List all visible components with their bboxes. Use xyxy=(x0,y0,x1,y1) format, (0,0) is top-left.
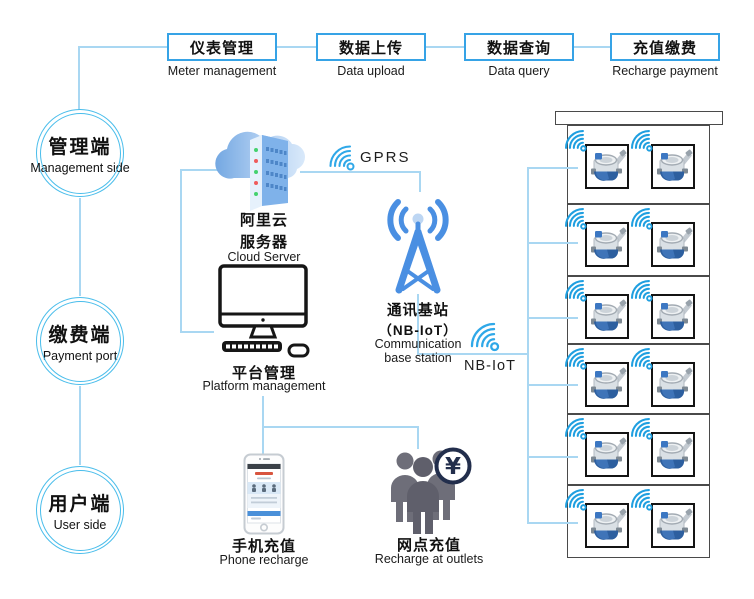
meter-floor-divider xyxy=(567,203,710,205)
role-circle-payment: 缴费端 Payment port xyxy=(36,297,124,385)
gprs-label: GPRS xyxy=(360,149,411,166)
yuan-symbol: ¥ xyxy=(445,454,461,480)
meter-branch-line xyxy=(528,242,578,244)
role-label-zh: 缴费端 xyxy=(48,324,112,346)
base-station-label-en2: base station xyxy=(384,351,452,365)
meter-branch-line xyxy=(528,167,578,169)
water-meter-cell xyxy=(651,222,695,267)
connector-line xyxy=(426,46,464,48)
connector-line xyxy=(79,386,81,465)
connector-line xyxy=(79,46,167,48)
meter-wall-body xyxy=(567,125,710,558)
flow-box-recharge-payment: 充值缴费 xyxy=(610,33,720,61)
flow-box-meter-management: 仪表管理 xyxy=(167,33,277,61)
connector-line xyxy=(78,46,80,110)
water-meter-cell xyxy=(585,362,629,407)
role-label-en: Management side xyxy=(30,160,130,175)
cloud-server-label-zh2: 服务器 xyxy=(239,234,289,251)
flow-box-label: 仪表管理 xyxy=(189,39,254,57)
water-meter-cell xyxy=(651,294,695,339)
wifi-signal-icon xyxy=(563,416,589,442)
water-meter-cell xyxy=(651,503,695,548)
flow-box-caption-en: Data upload xyxy=(337,64,405,78)
role-circle-user: 用户端 User side xyxy=(36,466,124,554)
cloud-server-icon xyxy=(212,110,312,212)
meter-branch-line xyxy=(528,456,578,458)
flow-box-data-query: 数据查询 xyxy=(464,33,574,61)
connector-line xyxy=(417,353,528,355)
connector-line xyxy=(181,331,214,333)
wifi-signal-icon xyxy=(563,128,589,154)
water-meter-cell xyxy=(585,294,629,339)
meter-floor-divider xyxy=(567,275,710,277)
water-meter-cell xyxy=(585,144,629,189)
water-meter-cell xyxy=(585,432,629,477)
meter-branch-line xyxy=(528,522,578,524)
connector-line xyxy=(300,171,420,173)
flow-box-label: 充值缴费 xyxy=(632,39,697,57)
water-meter-cell xyxy=(585,503,629,548)
meter-wall-roof xyxy=(555,111,723,125)
flow-box-caption-en: Meter management xyxy=(167,64,277,78)
gprs-signal-icon xyxy=(327,143,357,173)
flow-box-label: 数据上传 xyxy=(338,39,403,57)
base-station-label-sub: （NB-IoT） xyxy=(378,323,458,338)
phone-label-en: Phone recharge xyxy=(219,553,309,567)
wifi-signal-icon xyxy=(629,346,655,372)
platform-label-zh: 平台管理 xyxy=(231,365,297,382)
nbiot-label: NB-IoT xyxy=(464,358,516,374)
connector-line xyxy=(79,198,81,296)
role-label-zh: 管理端 xyxy=(48,136,112,158)
water-meter-cell xyxy=(651,144,695,189)
base-station-label-zh: 通讯基站 xyxy=(387,303,449,319)
wifi-signal-icon xyxy=(563,278,589,304)
role-label-en: Payment port xyxy=(42,348,118,363)
wifi-signal-icon xyxy=(563,206,589,232)
outlets-label-en: Recharge at outlets xyxy=(374,552,484,566)
outlets-label-zh: 网点充值 xyxy=(396,537,462,554)
cloud-server-label-zh1: 阿里云 xyxy=(239,212,289,229)
wifi-signal-icon xyxy=(563,346,589,372)
wifi-signal-icon xyxy=(629,278,655,304)
outlets-people-icon: ¥ xyxy=(383,444,475,534)
role-label-zh: 用户端 xyxy=(48,493,112,515)
water-meter-cell xyxy=(585,222,629,267)
wifi-signal-icon xyxy=(563,487,589,513)
cloud-server-label-en: Cloud Server xyxy=(227,250,301,264)
connector-line xyxy=(181,169,218,171)
meter-floor-divider xyxy=(567,484,710,486)
flow-box-data-upload: 数据上传 xyxy=(316,33,426,61)
connector-line xyxy=(574,46,610,48)
connector-line xyxy=(180,169,182,333)
meter-floor-divider xyxy=(567,343,710,345)
platform-monitor-icon xyxy=(214,264,314,358)
connector-line xyxy=(417,294,419,355)
connector-line xyxy=(277,46,316,48)
base-station-label-en1: Communication xyxy=(374,337,462,351)
wifi-signal-icon xyxy=(629,128,655,154)
phone-recharge-icon xyxy=(243,453,285,535)
meter-floor-divider xyxy=(567,413,710,415)
meter-branch-line xyxy=(528,317,578,319)
water-meter-cell xyxy=(651,362,695,407)
meter-branch-line xyxy=(528,384,578,386)
flow-box-caption-en: Recharge payment xyxy=(612,64,718,78)
base-station-icon xyxy=(384,190,452,296)
water-meter-cell xyxy=(651,432,695,477)
wifi-signal-icon xyxy=(629,416,655,442)
role-label-en: User side xyxy=(53,517,107,532)
nbiot-signal-icon xyxy=(468,320,502,354)
flow-box-caption-en: Data query xyxy=(488,64,550,78)
role-circle-management: 管理端 Management side xyxy=(30,109,130,197)
connector-line xyxy=(419,171,421,192)
platform-label-en: Platform management xyxy=(202,379,326,393)
connector-line xyxy=(527,167,529,524)
flow-box-label: 数据查询 xyxy=(486,39,551,57)
wifi-signal-icon xyxy=(629,206,655,232)
phone-label-zh: 手机充值 xyxy=(231,538,297,555)
connector-line xyxy=(417,426,419,449)
connector-line xyxy=(262,426,419,428)
wifi-signal-icon xyxy=(629,487,655,513)
